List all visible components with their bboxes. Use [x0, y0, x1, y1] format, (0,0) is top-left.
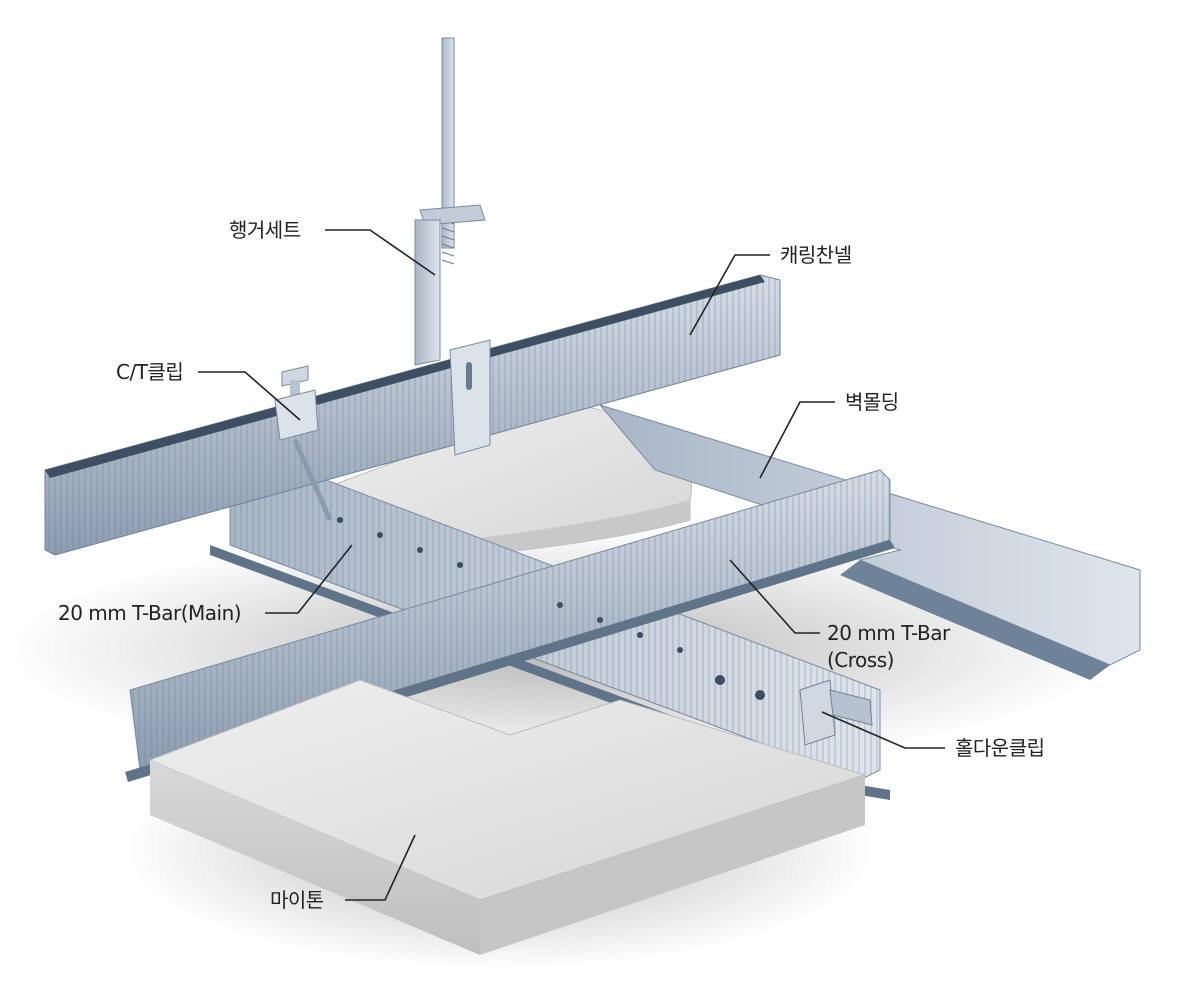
label-ct-clip: C/T클립: [116, 360, 184, 384]
leader-mytone: [345, 834, 416, 901]
main-tbar-holes: [337, 517, 765, 700]
leader-carrying-channel: [689, 254, 770, 336]
hanger-rod-thread: [441, 219, 455, 265]
hanger-clip: [449, 339, 491, 456]
leader-hanger-set: [325, 229, 436, 276]
leader-tbar-main: [265, 544, 353, 614]
leader-ct-clip: [198, 371, 301, 421]
carrying-channel-ribs: [45, 275, 780, 555]
holddown-clip: [799, 679, 836, 746]
label-wall-molding: 벽몰딩: [845, 390, 899, 414]
label-tbar-main: 20 mm T-Bar(Main): [58, 601, 242, 625]
leader-holddown-clip: [821, 711, 945, 749]
carrying-channel-lip: [45, 275, 765, 478]
label-mytone: 마이톤: [270, 888, 324, 912]
hanger-rod: [441, 37, 455, 249]
ct-clip-body: [274, 389, 319, 441]
label-hanger-set: 행거세트: [229, 218, 301, 242]
leader-wall-molding: [759, 401, 835, 479]
hanger-bracket: [414, 219, 441, 366]
label-tbar-cross-line1: 20 mm T-Bar: [827, 621, 950, 645]
mytone-panel-side: [480, 775, 865, 955]
ct-clip-wire: [292, 438, 333, 522]
label-carrying-channel: 캐링찬넬: [780, 243, 852, 267]
label-tbar-cross-line2: (Cross): [827, 648, 894, 672]
wall-molding-flange: [840, 560, 1110, 680]
mytone-panel-front: [150, 760, 480, 955]
holddown-clip-arm: [829, 689, 873, 726]
ct-clip-stem: [290, 380, 300, 402]
ct-clip-bolt: [281, 365, 309, 387]
upper-ceiling-tile-edge: [480, 500, 690, 555]
leader-tbar-cross: [729, 559, 820, 634]
label-holddown-clip: 홀다운클립: [955, 736, 1045, 760]
leader-lines: [198, 229, 945, 901]
hanger-clip-slot: [466, 362, 472, 390]
